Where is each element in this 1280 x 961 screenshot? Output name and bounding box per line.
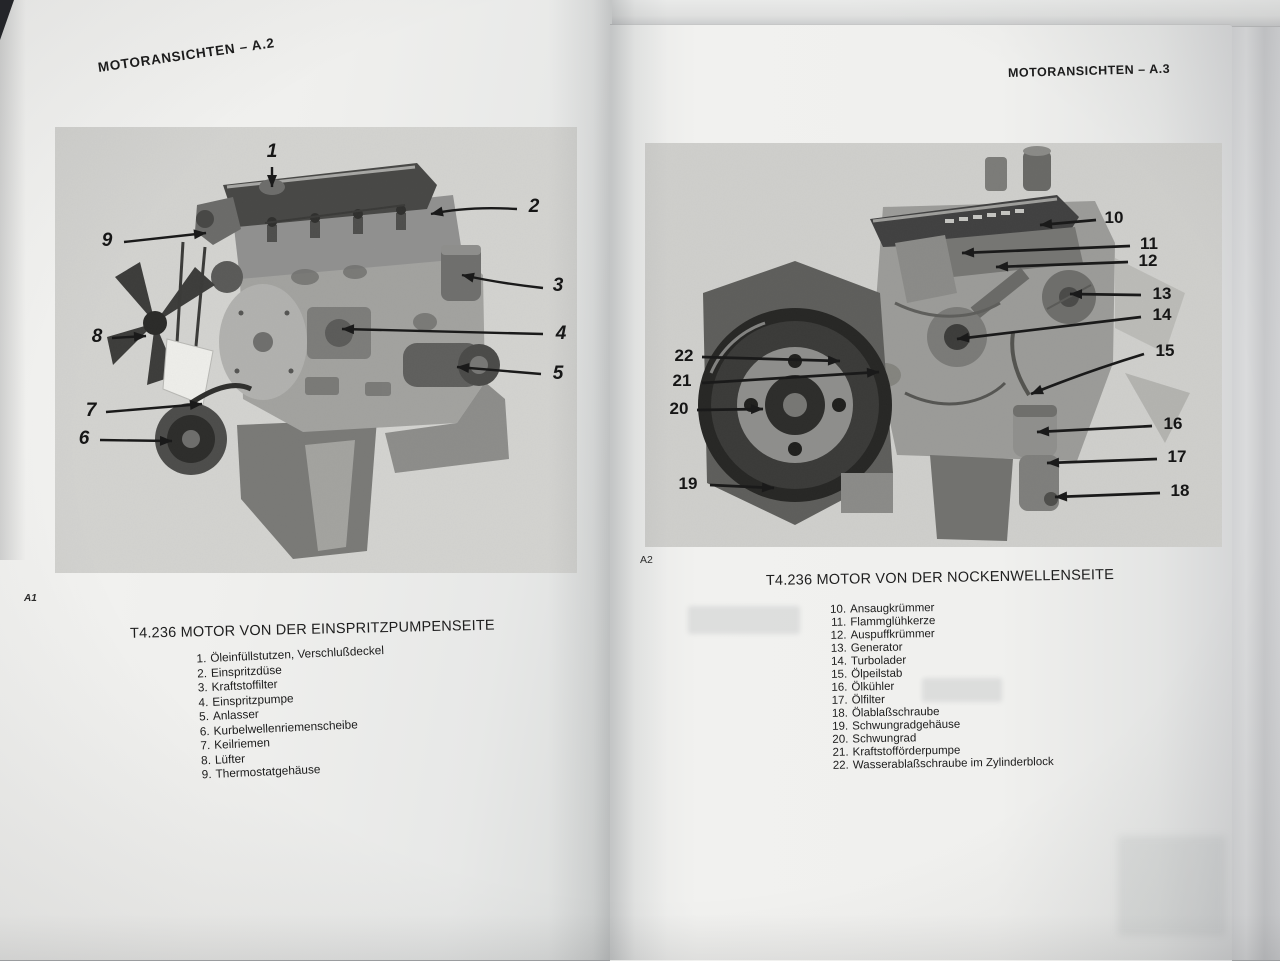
- page-stack-fore-edge: [1228, 0, 1280, 960]
- page-show-through: [922, 678, 1002, 702]
- callout-10: 10: [1104, 208, 1124, 227]
- engine-photo-einspritzpumpenseite: [55, 127, 577, 573]
- callout-6: 6: [78, 428, 90, 449]
- left-figure-label: A1: [24, 593, 37, 604]
- callout-4: 4: [555, 323, 567, 344]
- left-parts-list: 1.Öleinfüllstutzen, Verschlußdeckel 2.Ei…: [186, 643, 389, 782]
- callout-20: 20: [669, 399, 689, 418]
- callout-3: 3: [552, 275, 564, 296]
- page-show-through: [688, 606, 800, 634]
- callout-12: 12: [1138, 251, 1158, 270]
- callout-9: 9: [101, 230, 113, 251]
- callout-18: 18: [1170, 481, 1190, 500]
- underlying-pages-top: [606, 0, 1280, 27]
- left-figure-caption: T4.236 MOTOR VON DER EINSPRITZPUMPENSEIT…: [129, 617, 495, 642]
- callout-15: 15: [1155, 341, 1175, 360]
- callout-13: 13: [1152, 284, 1172, 303]
- page-show-through: [1118, 836, 1226, 936]
- callout-5: 5: [552, 363, 564, 384]
- callout-21: 21: [672, 371, 692, 390]
- callout-22: 22: [674, 346, 694, 365]
- engine-photo-nockenwellenseite: [645, 143, 1222, 547]
- callout-14: 14: [1152, 305, 1172, 324]
- left-page-header: MOTORANSICHTEN – A.2: [96, 35, 276, 75]
- callout-7: 7: [85, 400, 97, 421]
- callout-1: 1: [266, 141, 278, 162]
- right-figure-label: A2: [640, 554, 653, 566]
- photo-grain: [645, 143, 1222, 547]
- callout-2: 2: [528, 196, 540, 217]
- callout-16: 16: [1163, 414, 1183, 433]
- photo-grain: [55, 127, 577, 573]
- callout-8: 8: [91, 326, 103, 347]
- callout-11: 11: [1140, 234, 1158, 253]
- callout-19: 19: [678, 474, 698, 493]
- callout-17: 17: [1167, 447, 1187, 466]
